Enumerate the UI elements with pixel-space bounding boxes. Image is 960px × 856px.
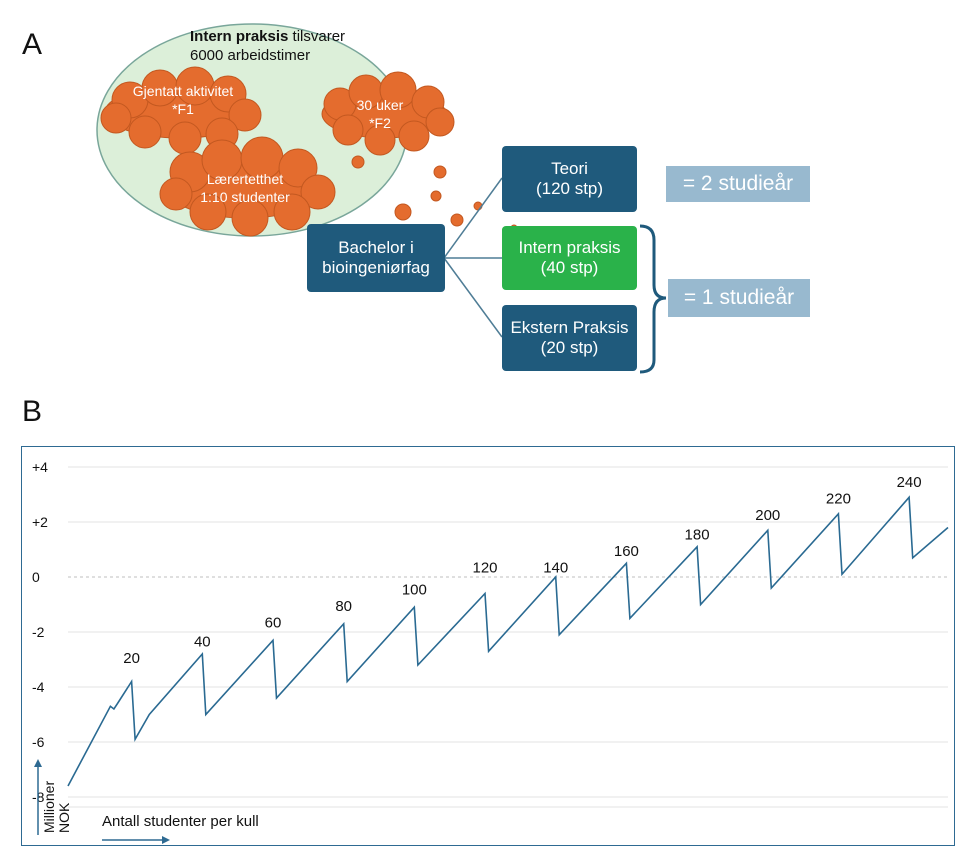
branch-3-line2: (20 stp) <box>540 338 599 357</box>
series-line <box>67 495 949 787</box>
annotation-label: 80 <box>335 598 352 615</box>
annotation-label: 100 <box>402 581 427 598</box>
branch-box-teori: Teori(120 stp) <box>502 146 637 212</box>
cloud-2-line1: 30 uker <box>356 97 404 113</box>
bracket-icon <box>639 224 667 374</box>
y-tick-label: +2 <box>32 514 48 530</box>
panel-b-letter: B <box>22 395 43 428</box>
annotation-label: 180 <box>685 526 710 543</box>
cloud-1-line1: Gjentatt aktivitet <box>132 83 234 99</box>
annotation-label: 40 <box>194 634 211 651</box>
y-tick-label: 0 <box>32 569 40 585</box>
ellipse-title: Intern praksis tilsvarer 6000 arbeidstim… <box>190 27 345 65</box>
cloud-3-line1: Lærertetthet <box>206 171 284 187</box>
annotation-label: 240 <box>897 474 922 491</box>
annotation-label: 120 <box>473 559 498 576</box>
x-axis-arrow-icon <box>102 836 170 844</box>
branch-box-intern-praksis: Intern praksis(40 stp) <box>502 226 637 290</box>
cloud-30-uker <box>321 71 455 156</box>
branch-1-line1: Teori <box>551 159 588 178</box>
cloud-label-1: Gjentatt aktivitet *F1 <box>108 82 258 118</box>
thought-bubbles <box>351 155 518 240</box>
y-tick-label: -4 <box>32 679 45 695</box>
eq-2-studiear: = 2 studieår <box>666 166 810 202</box>
annotation-label: 60 <box>265 614 282 631</box>
x-axis-label: Antall studenter per kull <box>102 813 259 830</box>
y-axis-label: Millioner NOK <box>32 757 72 837</box>
ellipse-line2: 6000 arbeidstimer <box>190 47 311 64</box>
branch-box-ekstern-praksis: Ekstern Praksis(20 stp) <box>502 305 637 371</box>
branch-2-line2: (40 stp) <box>540 258 599 277</box>
y-tick-label: -2 <box>32 624 45 640</box>
cost-chart: +4+20-2-4-6-8204060801001201401601802002… <box>32 459 949 808</box>
annotation-label: 160 <box>614 543 639 560</box>
ellipse-title-bold: Intern praksis <box>190 28 289 45</box>
y-tick-label: +4 <box>32 459 48 475</box>
root-line1: Bachelor i <box>338 238 414 257</box>
root-line2: bioingeniørfag <box>322 258 430 277</box>
cloud-laerertetthet <box>159 136 336 237</box>
cloud-label-3: Lærertetthet 1:10 studenter <box>170 170 320 206</box>
tree-connectors <box>443 177 503 338</box>
branch-1-line2: (120 stp) <box>535 179 604 198</box>
annotation-label: 200 <box>755 507 780 524</box>
annotation-label: 140 <box>543 559 568 576</box>
branch-2-line1: Intern praksis <box>518 238 621 257</box>
cloud-1-line2: *F1 <box>172 101 194 117</box>
panel-a-letter: A <box>22 28 43 61</box>
branch-3-line1: Ekstern Praksis <box>510 318 629 337</box>
y-axis-arrow-icon <box>34 759 42 835</box>
cloud-gjentatt-aktivitet <box>100 66 262 155</box>
y-axis-label-1: Millioner <box>41 780 57 833</box>
ellipse-title-rest: tilsvarer <box>288 28 346 45</box>
cloud-3-line2: 1:10 studenter <box>200 189 290 205</box>
annotation-label: 220 <box>826 491 851 508</box>
y-axis-label-2: NOK <box>56 802 72 833</box>
annotation-label: 20 <box>123 650 140 667</box>
cloud-2-line2: *F2 <box>369 115 391 131</box>
y-tick-label: -6 <box>32 734 45 750</box>
cloud-label-2: 30 uker *F2 <box>330 96 430 132</box>
chart-frame: +4+20-2-4-6-8204060801001201401601802002… <box>21 446 955 846</box>
panel-a-shapes <box>96 23 667 374</box>
eq-1-studiear: = 1 studieår <box>668 279 810 317</box>
